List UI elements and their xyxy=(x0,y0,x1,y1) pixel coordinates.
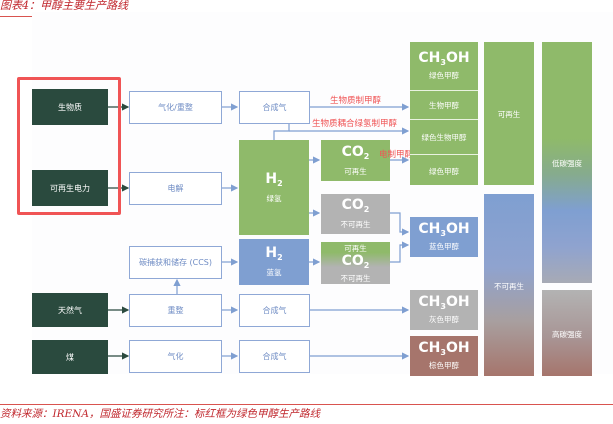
green-e-methanol: 绿色甲醇 xyxy=(410,154,478,188)
process-syngas: 合成气 xyxy=(239,91,310,124)
green-bio-methanol: 绿色生物甲醇 xyxy=(410,119,478,154)
low-carbon-column: 低碳强度 xyxy=(542,42,592,283)
source-natural-gas: 天然气 xyxy=(32,293,108,327)
footer-divider xyxy=(0,404,613,405)
route-e-methanol: 电制甲醇 xyxy=(379,150,414,160)
process-syngas: 合成气 xyxy=(239,294,310,327)
renewable-column: 可再生 xyxy=(484,42,534,185)
blue-hydrogen: H2 蓝氢 xyxy=(239,239,309,285)
source-renewable-power: 可再生电力 xyxy=(32,170,108,206)
figure-title: 图表4：甲醇主要生产路线 xyxy=(0,0,128,12)
process-electrolysis: 电解 xyxy=(129,172,222,205)
green-route-highlight xyxy=(17,77,121,215)
process-reforming: 重整 xyxy=(129,294,222,327)
co2-mixed: 可再生 CO2 不可再生 xyxy=(321,242,390,284)
high-carbon-column: 高碳强度 xyxy=(542,290,592,376)
green-methanol-group: CH3OH 绿色甲醇 生物甲醇 绿色生物甲醇 绿色甲醇 xyxy=(410,42,478,185)
grey-methanol: CH3OH 灰色甲醇 xyxy=(410,290,478,330)
nonrenewable-column: 不可再生 xyxy=(484,194,534,376)
green-hydrogen: H2 绿氢 xyxy=(239,140,309,235)
route-biomass-green-h2: 生物质耦合绿氢制甲醇 xyxy=(312,119,398,129)
process-gasification-reforming: 气化/重整 xyxy=(129,91,222,124)
co2-renewable: CO2 可再生 xyxy=(321,140,390,181)
process-syngas: 合成气 xyxy=(239,340,310,373)
route-biomass-methanol: 生物质制甲醇 xyxy=(330,96,382,106)
green-methanol-header: CH3OH 绿色甲醇 xyxy=(418,50,470,81)
co2-nonrenewable: CO2 不可再生 xyxy=(321,194,390,234)
source-coal: 煤 xyxy=(32,340,108,374)
source-biomass: 生物质 xyxy=(32,89,108,125)
process-gasification: 气化 xyxy=(129,340,222,373)
blue-methanol: CH3OH 蓝色甲醇 xyxy=(410,217,478,257)
process-ccs: 碳捕获和储存 (CCS) xyxy=(129,246,222,279)
source-note: 资料来源：IRENA，国盛证券研究所注：标红框为绿色甲醇生产路线 xyxy=(0,408,320,420)
bio-methanol: 生物甲醇 xyxy=(410,90,478,119)
brown-methanol: CH3OH 棕色甲醇 xyxy=(410,336,478,376)
